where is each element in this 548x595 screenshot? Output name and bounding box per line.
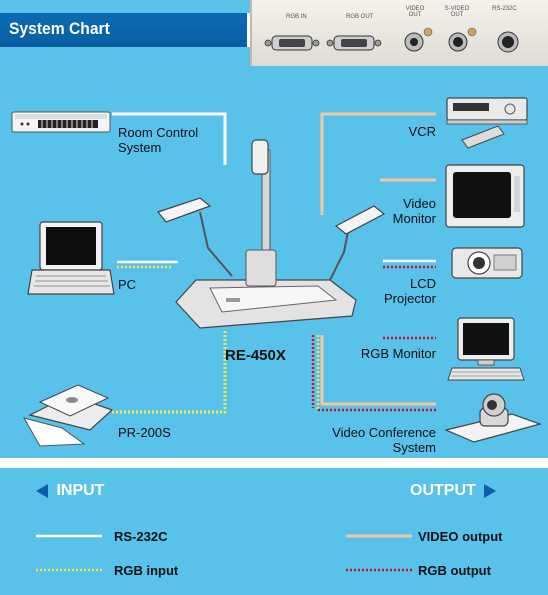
- rgb-monitor-label: RGB Monitor: [320, 346, 436, 361]
- model-label: RE-450X: [225, 347, 286, 364]
- s-video-out-port-icon: [449, 28, 476, 51]
- pc-label: PC: [118, 277, 136, 292]
- pc-laptop-icon: [28, 222, 114, 294]
- rgb-input-legend-label: RGB input: [114, 563, 178, 578]
- video-output-legend-label: VIDEO output: [418, 529, 503, 544]
- rs232c-legend-label: RS-232C: [114, 529, 167, 544]
- printer-rgb-input-line: [112, 330, 225, 412]
- video-conference-label: Video Conference System: [290, 425, 436, 455]
- connector-ports: [252, 0, 548, 66]
- title-bar: System Chart: [0, 13, 250, 47]
- rgb-in-port-icon: [265, 36, 319, 50]
- rgb-out-port-icon: [327, 36, 381, 50]
- vcr-label: VCR: [360, 124, 436, 139]
- video-conference-camera-icon: [446, 394, 540, 442]
- vcr-icon: [447, 98, 527, 148]
- printer-label: PR-200S: [118, 425, 171, 440]
- rgb-monitor-icon: [448, 318, 524, 380]
- lcd-projector-icon: [452, 248, 522, 278]
- video-out-port-icon: [405, 28, 432, 51]
- system-chart-diagram: System Chart RGB IN RGB OUT VIDEO OUT S-…: [0, 0, 548, 458]
- room-control-label: Room Control System: [118, 125, 198, 155]
- page-title: System Chart: [9, 19, 110, 39]
- legend-panel: INPUT OUTPUT RS-232C RGB input VIDEO out…: [0, 468, 548, 595]
- rs-232c-port-icon: [498, 32, 518, 52]
- video-monitor-label: Video Monitor: [340, 196, 436, 226]
- connection-lines: [0, 0, 548, 458]
- connector-panel: RGB IN RGB OUT VIDEO OUT S-VIDEO OUT RS-…: [250, 0, 548, 66]
- room-control-rack-icon: [12, 112, 110, 132]
- video-monitor-icon: [446, 165, 524, 227]
- lcd-projector-label: LCD Projector: [340, 276, 436, 306]
- rgb-output-legend-label: RGB output: [418, 563, 491, 578]
- printer-icon: [24, 385, 112, 446]
